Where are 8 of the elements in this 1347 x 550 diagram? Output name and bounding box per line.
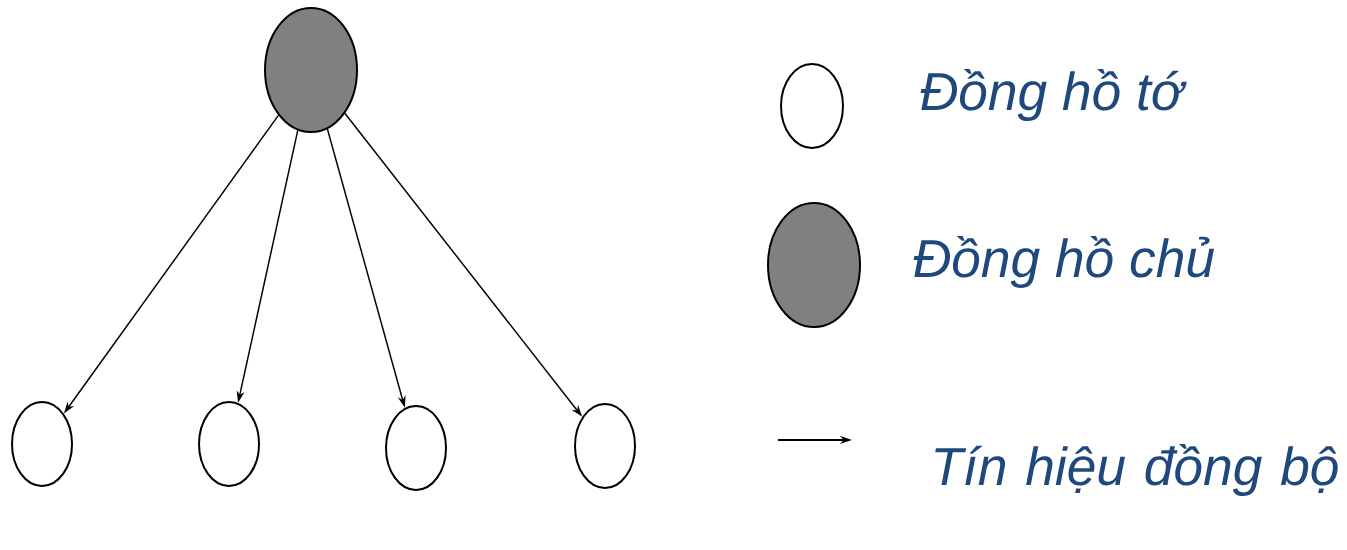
slave-clock-circle bbox=[11, 401, 73, 487]
master-clock-circle bbox=[264, 7, 358, 133]
slave-clock-circle bbox=[198, 401, 260, 487]
legend-entry: Đồng hồ tớ bbox=[780, 63, 1187, 149]
slave-clock-circle bbox=[385, 405, 447, 491]
legend-entry: Đồng hồ chủ bbox=[767, 202, 1214, 328]
slave-clock-circle bbox=[574, 403, 636, 489]
legend-entry: Tín hiệu đồng bộ bbox=[777, 435, 1338, 496]
